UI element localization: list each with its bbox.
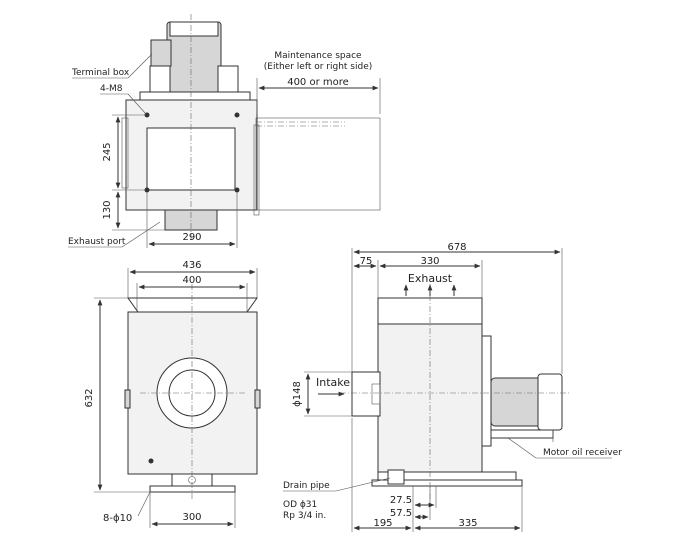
oil-receiver-tray (490, 429, 554, 439)
dim-130: 130 (102, 200, 113, 219)
dim-245: 245 (102, 142, 113, 161)
side-motor-fan (537, 373, 563, 431)
side-view: Exhaust Intake ϕ148 678 75 330 Motor oil… (283, 242, 622, 532)
dim-75: 75 (360, 256, 373, 267)
maintenance-title: Maintenance space (274, 51, 362, 61)
front-view: 436 400 632 8-ϕ10 300 (84, 260, 261, 528)
front-top-bevel (127, 297, 258, 313)
maintenance-subtitle: (Either left or right side) (264, 62, 373, 72)
holes-label: 8-ϕ10 (103, 513, 132, 524)
dim-335: 335 (458, 518, 477, 529)
bolt-2 (234, 112, 240, 118)
dim-678: 678 (447, 242, 466, 253)
drain-rp-label: Rp 3/4 in. (283, 511, 326, 521)
dim-195: 195 (373, 518, 392, 529)
terminal-box (150, 39, 172, 67)
intake-clip (371, 383, 381, 405)
drain-pipe-label: Drain pipe (283, 481, 330, 491)
drain-pipe-shape (387, 469, 405, 485)
right-rail (253, 124, 260, 216)
motor-oil-label: Motor oil receiver (543, 448, 622, 458)
front-handle-right (254, 389, 261, 409)
dim-400-or-more: 400 or more (287, 77, 349, 88)
dim-300: 300 (182, 512, 201, 523)
side-foot (371, 479, 523, 487)
dim-290: 290 (182, 232, 201, 243)
exhaust-port-label: Exhaust port (68, 237, 126, 247)
motor-top (169, 21, 219, 37)
exhaust-label: Exhaust (408, 272, 453, 285)
terminal-box-label: Terminal box (71, 68, 130, 78)
side-back-plate (481, 335, 492, 447)
bolt-3 (144, 187, 150, 193)
front-handle-left (124, 389, 131, 409)
drain-od-label: OD ϕ31 (283, 500, 317, 510)
dim-400: 400 (182, 275, 201, 286)
bolt-4 (234, 187, 240, 193)
bolts-label: 4-M8 (100, 84, 123, 94)
dim-phi148: ϕ148 (292, 381, 303, 407)
top-flange (139, 91, 251, 101)
intake-duct (351, 371, 381, 417)
dim-27-5: 27.5 (390, 495, 412, 506)
maintenance-area (255, 117, 381, 211)
intake-label: Intake (316, 376, 350, 389)
top-view: Maintenance space (Either left or right … (68, 14, 381, 248)
left-rail (121, 117, 129, 189)
motor-bracket-left (149, 65, 171, 93)
drain-dot (148, 458, 154, 464)
front-foot (149, 485, 236, 493)
dim-632: 632 (84, 388, 95, 407)
motor-bracket-right (217, 65, 239, 93)
dim-57-5: 57.5 (390, 508, 412, 519)
dim-330: 330 (420, 256, 439, 267)
dim-436: 436 (182, 260, 201, 271)
